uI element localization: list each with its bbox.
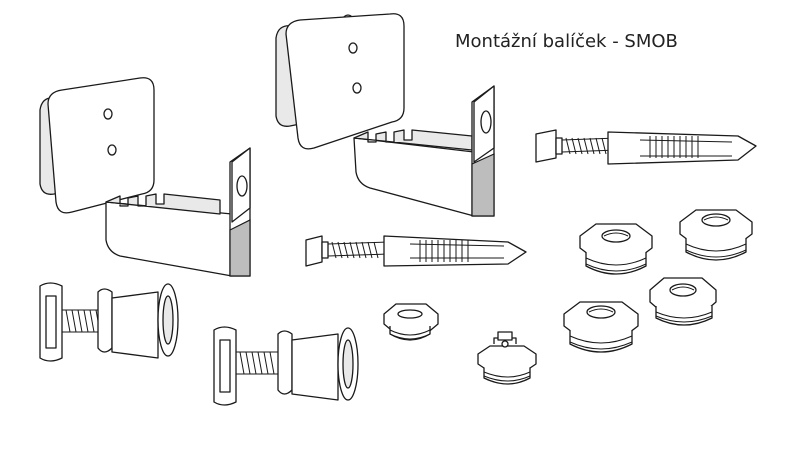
wall-plate-right — [275, 13, 405, 150]
blind-plug — [383, 303, 439, 341]
screw-with-dowel-lower — [305, 235, 527, 267]
reducer-2 — [679, 209, 753, 261]
reducer-1 — [579, 223, 653, 275]
bracket-left — [105, 147, 251, 277]
spacer-bolt-left — [39, 282, 179, 362]
screw-with-dowel-upper — [535, 129, 757, 165]
spacer-bolt-right — [213, 326, 359, 406]
bracket-right — [353, 85, 495, 217]
reducer-4 — [563, 301, 639, 353]
wall-plate-left — [39, 77, 155, 214]
kit-title: Montážní balíček - SMOB — [455, 31, 678, 52]
air-vent-reducer — [477, 331, 537, 385]
reducer-3 — [649, 277, 717, 326]
